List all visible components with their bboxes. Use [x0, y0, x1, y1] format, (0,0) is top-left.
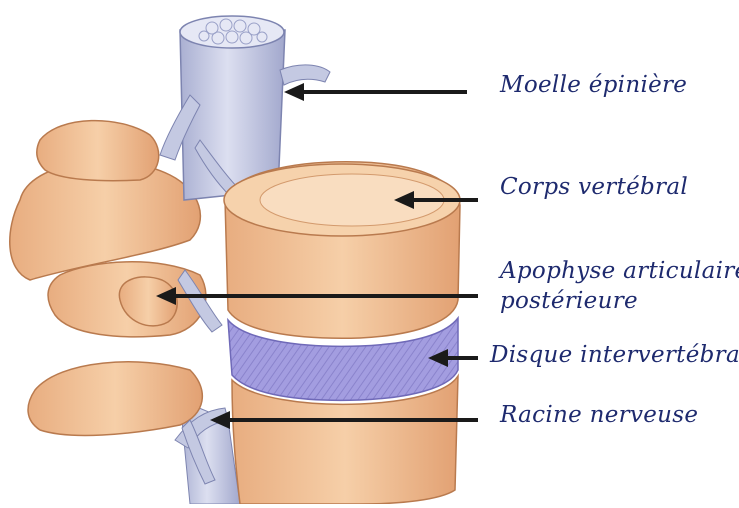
- label-articular-process-line1: Apophyse articulaire: [500, 256, 739, 286]
- spinous-process-top: [37, 121, 159, 181]
- label-spinal-cord: Moelle épinière: [500, 70, 687, 100]
- label-articular-process: Apophyse articulaire postérieure: [500, 256, 739, 316]
- label-nerve-root: Racine nerveuse: [500, 400, 698, 430]
- label-vertebral-body: Corps vertébral: [500, 172, 688, 202]
- label-articular-process-line2: postérieure: [500, 286, 739, 316]
- label-intervertebral-disc: Disque intervertébral: [490, 340, 739, 370]
- transverse-process-lower: [28, 362, 202, 436]
- nerve-root-upper-right: [280, 65, 330, 85]
